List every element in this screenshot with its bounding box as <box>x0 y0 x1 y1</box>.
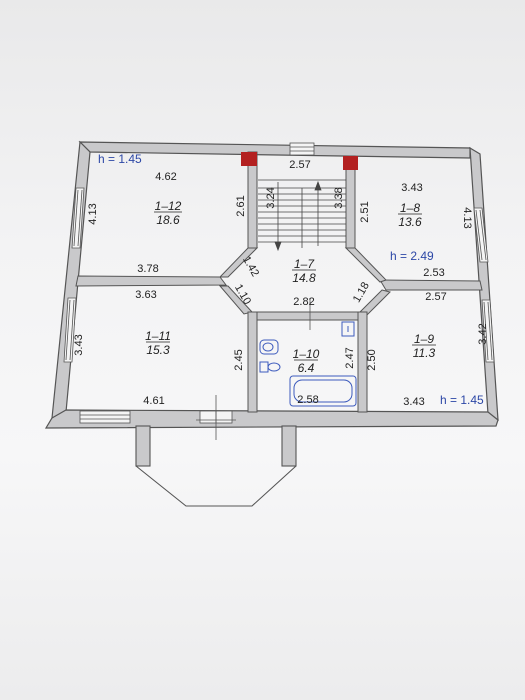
porch <box>135 425 297 507</box>
dim-diag-right: 1.18 <box>351 280 372 305</box>
dim-stair-right: 3.38 <box>333 187 345 208</box>
dim-room9-left: 2.50 <box>366 349 378 370</box>
dim-hall-bottom: 2.82 <box>293 296 314 308</box>
dim-stair-top: 2.57 <box>289 159 310 171</box>
room-number: 1–8 <box>400 201 420 215</box>
room-1-7: 1–7 14.8 <box>292 257 316 285</box>
room-1-8: 1–8 13.6 <box>398 201 422 229</box>
dim-room11-right: 2.45 <box>233 349 245 370</box>
dim-room12-right: 2.61 <box>235 195 247 216</box>
room-area: 6.4 <box>298 361 315 375</box>
dim-bottom-left-width: 4.61 <box>143 395 164 407</box>
dim-left-lower-height: 3.43 <box>73 334 85 355</box>
interior-walls <box>75 151 483 413</box>
room-area: 18.6 <box>156 213 180 227</box>
dim-right-upper-height: 4.13 <box>461 207 473 228</box>
room-area: 11.3 <box>413 346 436 360</box>
height-label-top-left: h = 1.45 <box>98 152 142 166</box>
height-label-middle-right: h = 2.49 <box>390 249 434 263</box>
chimney-left <box>241 152 257 166</box>
dim-room8-width: 3.43 <box>401 182 422 194</box>
dim-room9-width: 3.43 <box>403 396 424 408</box>
dim-right-lower-height: 3.42 <box>477 323 489 344</box>
dim-diag-upper-left: 1.42 <box>240 254 261 279</box>
dim-stair-left: 3.24 <box>265 187 277 208</box>
room-area: 15.3 <box>146 343 170 357</box>
dim-mid-right-top: 2.53 <box>423 267 444 279</box>
room-number: 1–10 <box>293 347 320 361</box>
room-area: 14.8 <box>292 271 316 285</box>
room-number: 1–11 <box>145 329 171 343</box>
room-1-9: 1–9 11.3 <box>412 332 436 360</box>
room-area: 13.6 <box>398 215 422 229</box>
room-1-11: 1–11 15.3 <box>145 329 171 357</box>
room-number: 1–7 <box>294 257 315 271</box>
dim-mid-left-top: 3.78 <box>137 263 158 275</box>
dim-room8-left: 2.51 <box>359 201 371 222</box>
chimney-right <box>343 156 358 170</box>
bathroom-fixtures <box>259 321 357 407</box>
room-1-10: 1–10 6.4 <box>293 347 320 375</box>
room-1-12: 1–12 18.6 <box>154 199 182 227</box>
dim-bath-right: 2.47 <box>344 347 356 368</box>
height-label-bottom-right: h = 1.45 <box>440 393 484 407</box>
dim-top-left-width: 4.62 <box>155 171 176 183</box>
dim-mid-left-bottom: 3.63 <box>135 289 156 301</box>
room-number: 1–12 <box>155 199 182 213</box>
dim-bath-width: 2.58 <box>297 394 318 406</box>
dim-left-upper-height: 4.13 <box>87 203 99 224</box>
dim-mid-right-bottom: 2.57 <box>425 291 446 303</box>
room-number: 1–9 <box>414 332 434 346</box>
windows <box>63 142 495 424</box>
staircase <box>258 179 346 252</box>
